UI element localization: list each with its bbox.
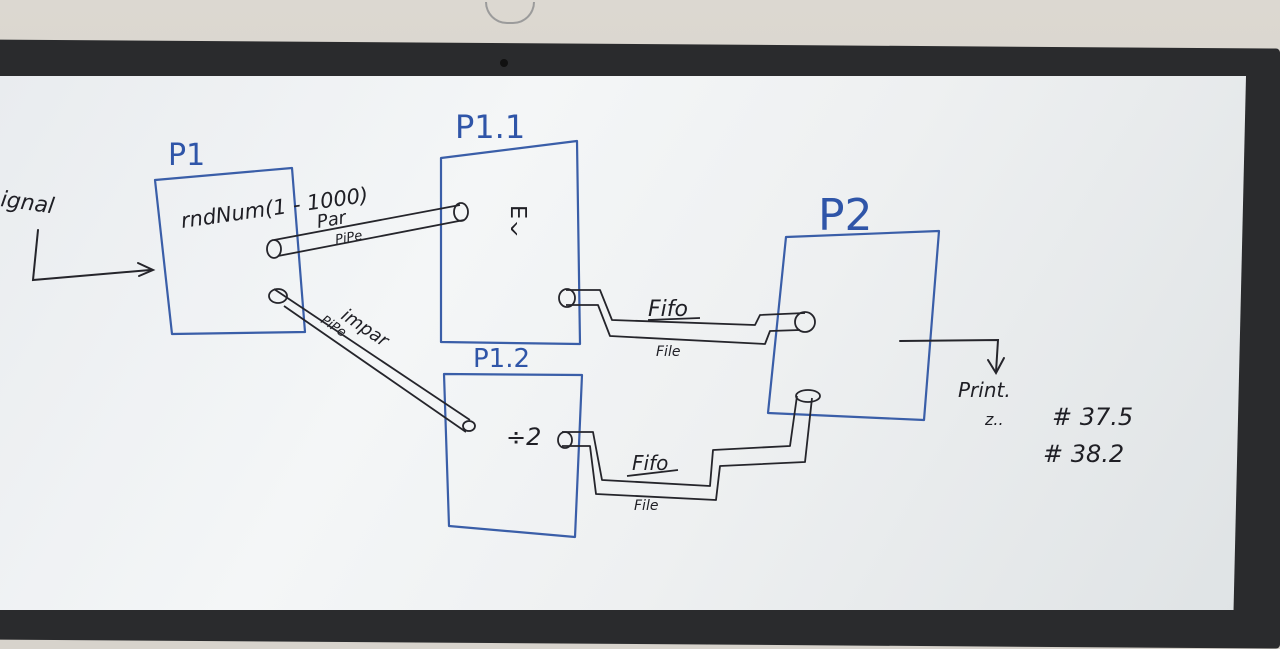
whiteboard-drawing: P1 P1.1 P1.2 P2 ignal rndNum(1 - 1000) P… xyxy=(0,108,1133,539)
label-p1-1: P1.1 xyxy=(455,108,525,146)
label-print: Print. xyxy=(958,378,1011,402)
box-p2 xyxy=(766,229,941,422)
pipe-par xyxy=(273,204,465,257)
label-dots: z.. xyxy=(984,410,1004,429)
label-pipe-top: PiPe xyxy=(334,228,363,248)
label-file-bottom: File xyxy=(634,498,658,514)
print-arrow xyxy=(899,338,1000,373)
fifo-top xyxy=(566,289,806,345)
box-p1-2 xyxy=(442,372,584,539)
label-p2: P2 xyxy=(818,190,873,241)
label-ej: ^∃ xyxy=(508,206,533,238)
label-div2: ÷2 xyxy=(506,423,541,451)
label-num1: # 37.5 xyxy=(1052,403,1133,431)
label-signal: ignal xyxy=(0,187,56,219)
label-file-top: File xyxy=(656,344,680,360)
label-p1-2: P1.2 xyxy=(473,344,530,374)
label-p1: P1 xyxy=(168,138,205,173)
label-fifo-top: Fifo xyxy=(648,297,688,322)
label-par: Par xyxy=(315,207,349,233)
whiteboard-surface xyxy=(0,76,1246,610)
camera-lens xyxy=(500,59,508,67)
fifo-bottom xyxy=(562,395,813,501)
signal-arrow xyxy=(31,229,151,282)
label-fifo-bottom: Fifo xyxy=(632,451,668,475)
box-p1-1 xyxy=(439,139,582,346)
box-p1 xyxy=(153,166,307,336)
label-num2: # 38.2 xyxy=(1043,440,1124,468)
pipe-impar xyxy=(273,288,471,433)
